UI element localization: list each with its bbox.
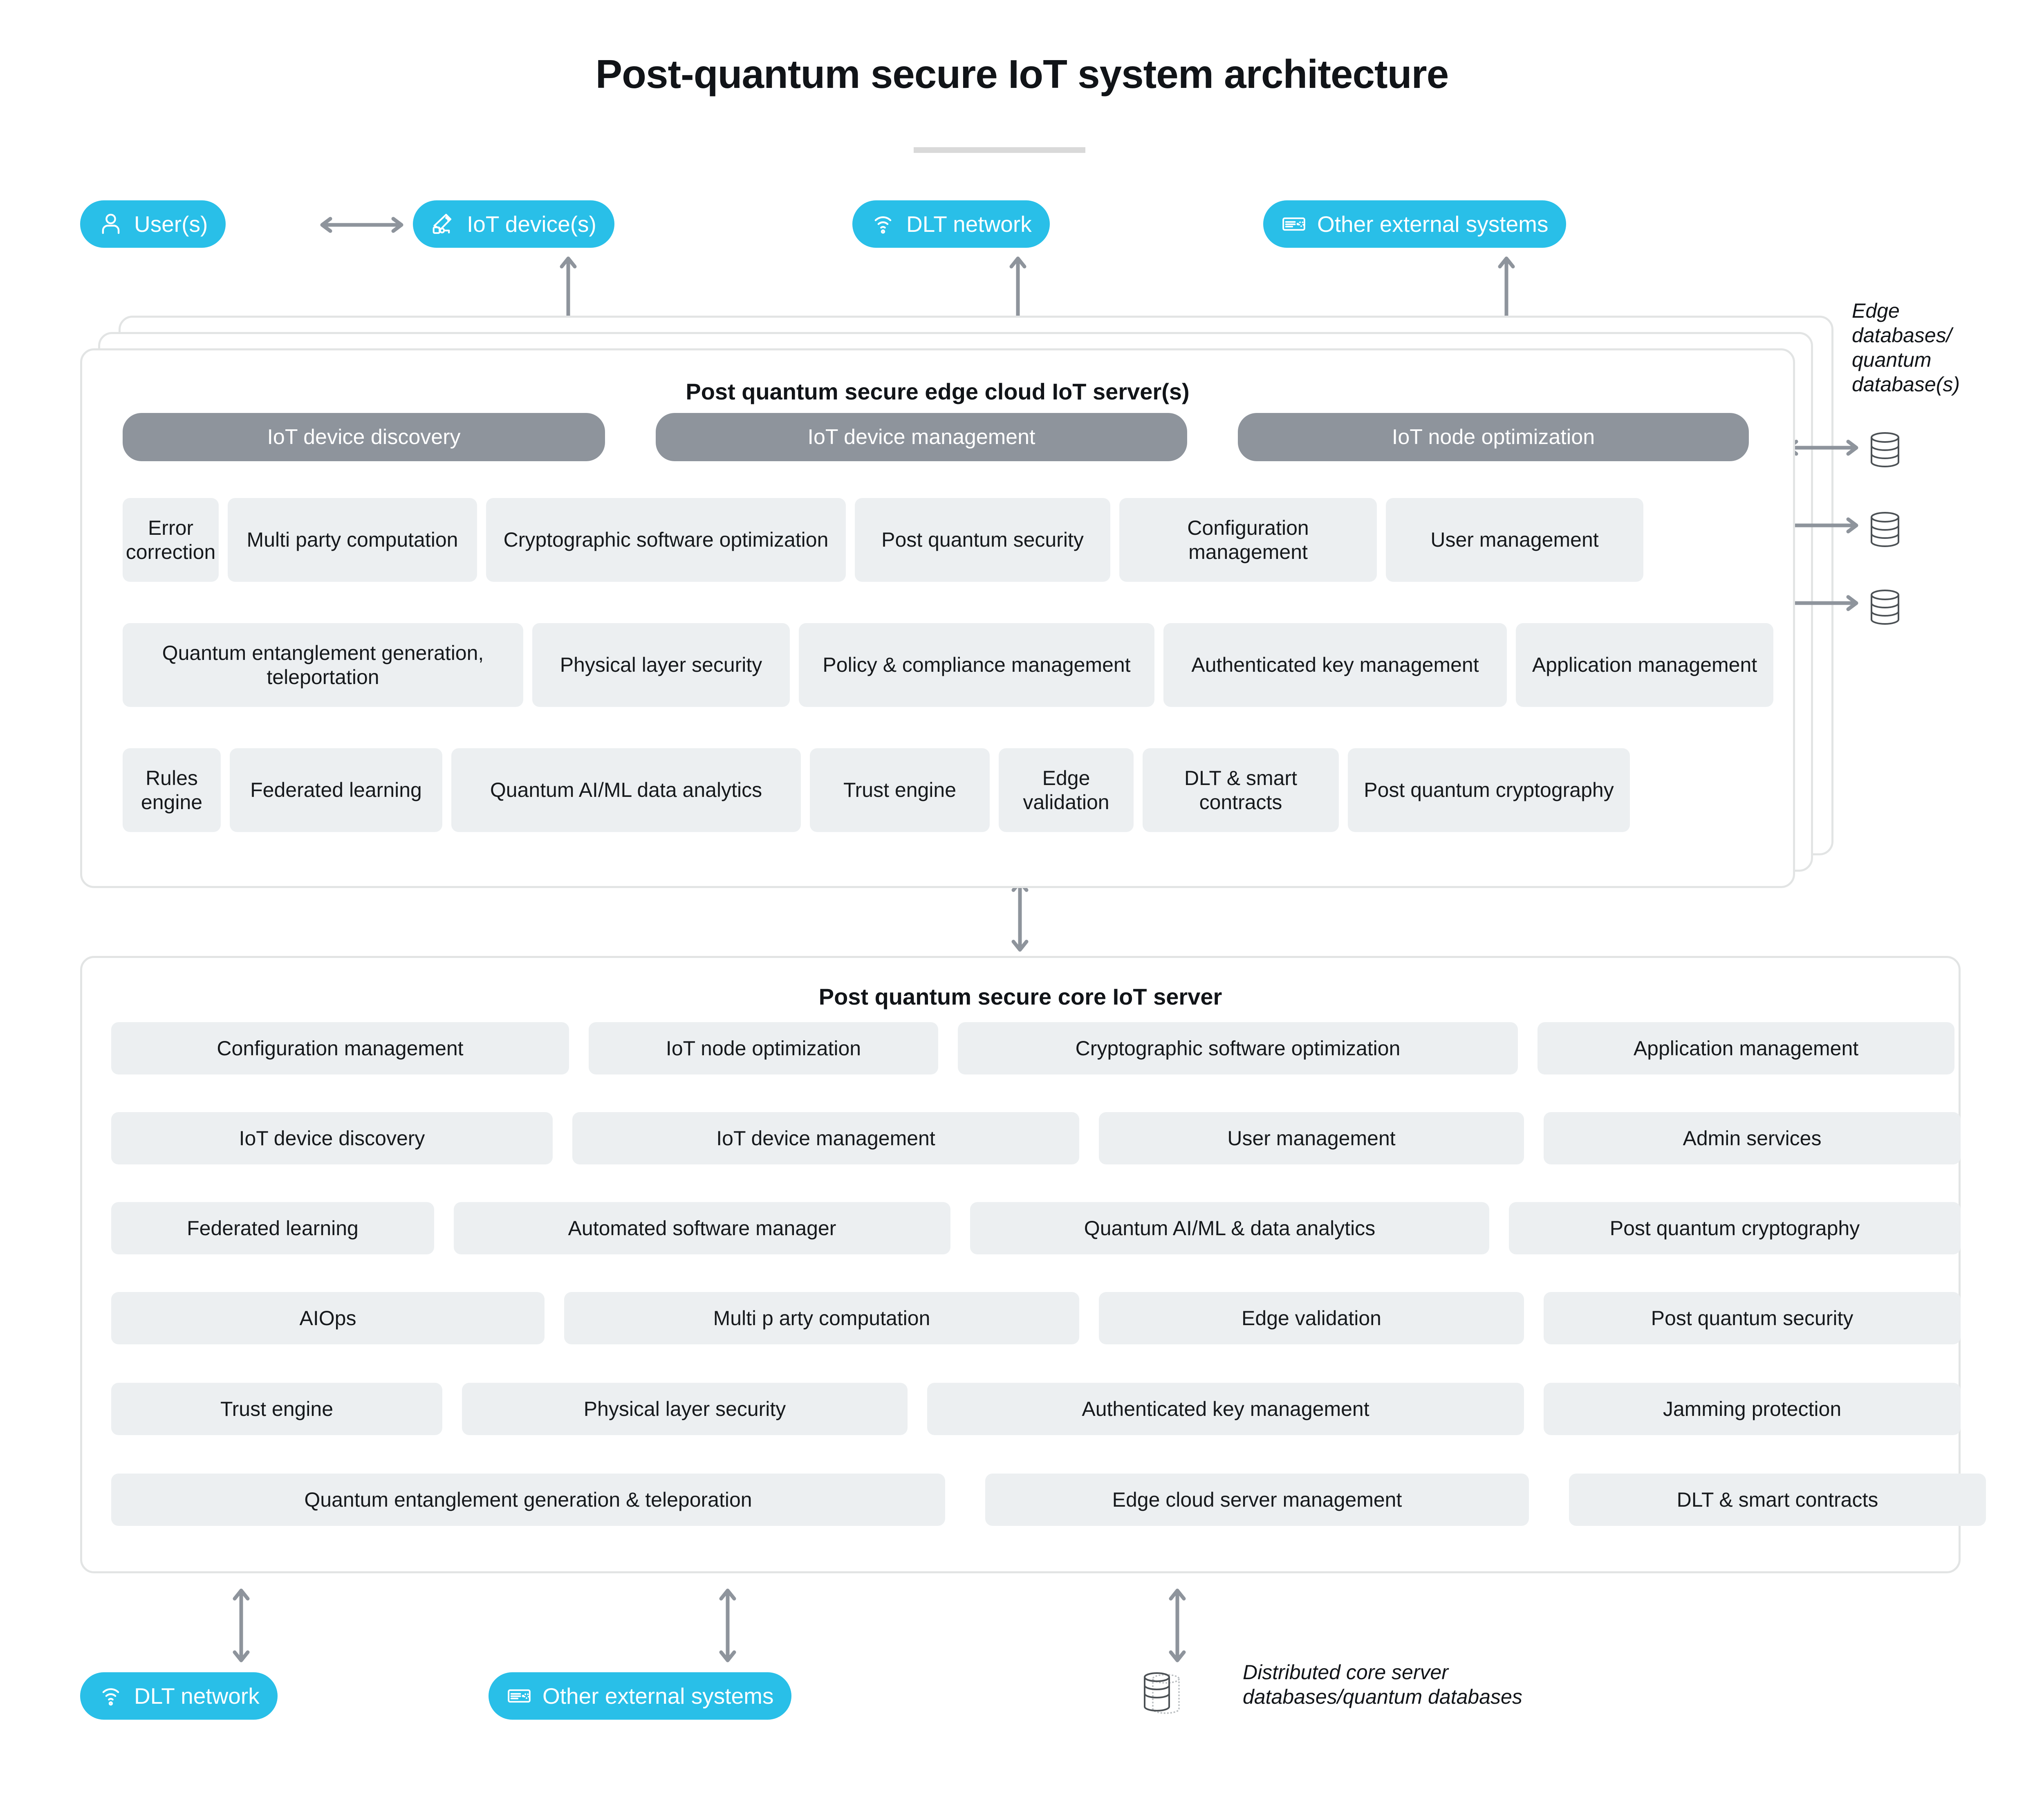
core-feature-row-5: Trust engine Physical layer security Aut… — [111, 1383, 1961, 1435]
core-feature-row-3: Federated learning Automated software ma… — [111, 1202, 1961, 1254]
arrow-edge-to-core — [1006, 877, 1034, 955]
edge-category-iot-device-management[interactable]: IoT device management — [656, 413, 1187, 461]
feature-box[interactable]: User management — [1386, 498, 1643, 582]
core-feature-row-4: AIOps Multi p arty computation Edge vali… — [111, 1292, 1961, 1344]
feature-box[interactable]: Quantum AI/ML & data analytics — [970, 1202, 1489, 1254]
actor-pill-dlt-network-bottom[interactable]: DLT network — [80, 1672, 278, 1720]
feature-box[interactable]: AIOps — [111, 1292, 545, 1344]
arrow-core-to-databases — [1163, 1586, 1192, 1665]
feature-box[interactable]: Physical layer security — [462, 1383, 908, 1435]
wifi-icon — [98, 1683, 123, 1709]
edge-category-row: IoT device discovery IoT device manageme… — [123, 413, 1749, 461]
actor-label: IoT device(s) — [467, 211, 596, 237]
database-icon — [1868, 589, 1902, 626]
page-title: Post-quantum secure IoT system architect… — [595, 52, 1449, 96]
actor-label: DLT network — [906, 211, 1032, 237]
core-feature-row-6: Quantum entanglement generation & telepo… — [111, 1474, 1986, 1526]
feature-box[interactable]: Trust engine — [810, 748, 990, 832]
edge-feature-row-1: Error correction Multi party computation… — [123, 498, 1643, 582]
core-feature-row-1: Configuration management IoT node optimi… — [111, 1022, 1954, 1074]
feature-box[interactable]: Post quantum cryptography — [1348, 748, 1630, 832]
feature-box[interactable]: Admin services — [1544, 1112, 1961, 1164]
actor-pill-other-external-systems-top[interactable]: Other external systems — [1263, 200, 1567, 248]
core-server-title: Post quantum secure core IoT server — [818, 984, 1222, 1009]
feature-box[interactable]: Quantum entanglement generation, telepor… — [123, 623, 523, 707]
feature-box[interactable]: IoT device management — [572, 1112, 1079, 1164]
feature-box[interactable]: DLT & smart contracts — [1569, 1474, 1986, 1526]
edge-category-iot-node-optimization[interactable]: IoT node optimization — [1238, 413, 1749, 461]
edge-category-iot-device-discovery[interactable]: IoT device discovery — [123, 413, 605, 461]
feature-box[interactable]: Post quantum security — [1544, 1292, 1961, 1344]
feature-box[interactable]: Policy & compliance management — [799, 623, 1154, 707]
feature-box[interactable]: Cryptographic software optimization — [958, 1022, 1518, 1074]
edge-feature-row-2: Quantum entanglement generation, telepor… — [123, 623, 1773, 707]
actor-label: Other external systems — [542, 1683, 774, 1709]
feature-box[interactable]: Cryptographic software optimization — [486, 498, 846, 582]
feature-box[interactable]: Physical layer security — [532, 623, 790, 707]
core-feature-row-2: IoT device discovery IoT device manageme… — [111, 1112, 1961, 1164]
database-stack-icon — [1128, 1668, 1226, 1725]
user-icon — [98, 211, 123, 237]
feature-box[interactable]: User management — [1099, 1112, 1524, 1164]
feature-box[interactable]: Edge cloud server management — [985, 1474, 1529, 1526]
feature-box[interactable]: Multi p arty computation — [564, 1292, 1079, 1344]
edge-databases-note: Edge databases/ quantum database(s) — [1852, 299, 1960, 396]
feature-box[interactable]: Trust engine — [111, 1383, 442, 1435]
feature-box[interactable]: Post quantum security — [855, 498, 1110, 582]
feature-box[interactable]: Federated learning — [230, 748, 442, 832]
feature-box[interactable]: IoT device discovery — [111, 1112, 553, 1164]
feature-box[interactable]: Post quantum cryptography — [1509, 1202, 1961, 1254]
feature-box[interactable]: Edge validation — [999, 748, 1134, 832]
actor-pill-other-external-systems-bottom[interactable]: Other external systems — [489, 1672, 792, 1720]
actor-pill-users[interactable]: User(s) — [80, 200, 226, 248]
feature-box[interactable]: Rules engine — [123, 748, 221, 832]
feature-box[interactable]: Jamming protection — [1544, 1383, 1961, 1435]
feature-box[interactable]: Configuration management — [111, 1022, 569, 1074]
feature-box[interactable]: Quantum AI/ML data analytics — [451, 748, 801, 832]
feature-box[interactable]: Authenticated key management — [927, 1383, 1524, 1435]
camera-icon — [431, 211, 456, 237]
database-icon — [1868, 511, 1902, 548]
feature-box[interactable]: Federated learning — [111, 1202, 434, 1254]
feature-box[interactable]: Edge validation — [1099, 1292, 1524, 1344]
server-icon — [1281, 211, 1307, 237]
server-icon — [507, 1683, 532, 1709]
feature-box[interactable]: Multi party computation — [228, 498, 477, 582]
feature-box[interactable]: Configuration management — [1119, 498, 1377, 582]
feature-box[interactable]: DLT & smart contracts — [1143, 748, 1339, 832]
feature-box[interactable]: Quantum entanglement generation & telepo… — [111, 1474, 945, 1526]
actor-pill-iot-devices[interactable]: IoT device(s) — [413, 200, 614, 248]
core-databases-note: Distributed core server databases/quantu… — [1243, 1661, 1522, 1708]
feature-box[interactable]: IoT node optimization — [589, 1022, 938, 1074]
feature-box[interactable]: Authenticated key management — [1163, 623, 1507, 707]
actor-pill-dlt-network-top[interactable]: DLT network — [852, 200, 1050, 248]
database-icon — [1868, 431, 1902, 468]
feature-box[interactable]: Error correction — [123, 498, 219, 582]
edge-feature-row-3: Rules engine Federated learning Quantum … — [123, 748, 1630, 832]
feature-box[interactable]: Automated software manager — [454, 1202, 950, 1254]
feature-box[interactable]: Application management — [1516, 623, 1773, 707]
title-divider — [914, 147, 1085, 153]
actor-label: User(s) — [134, 211, 208, 237]
wifi-icon — [870, 211, 896, 237]
arrow-core-to-external — [713, 1586, 742, 1665]
arrow-users-to-devices — [315, 217, 409, 233]
actor-label: DLT network — [134, 1683, 260, 1709]
edge-server-title: Post quantum secure edge cloud IoT serve… — [686, 379, 1190, 404]
arrow-core-to-dlt — [227, 1586, 256, 1665]
actor-label: Other external systems — [1317, 211, 1549, 237]
feature-box[interactable]: Application management — [1537, 1022, 1954, 1074]
